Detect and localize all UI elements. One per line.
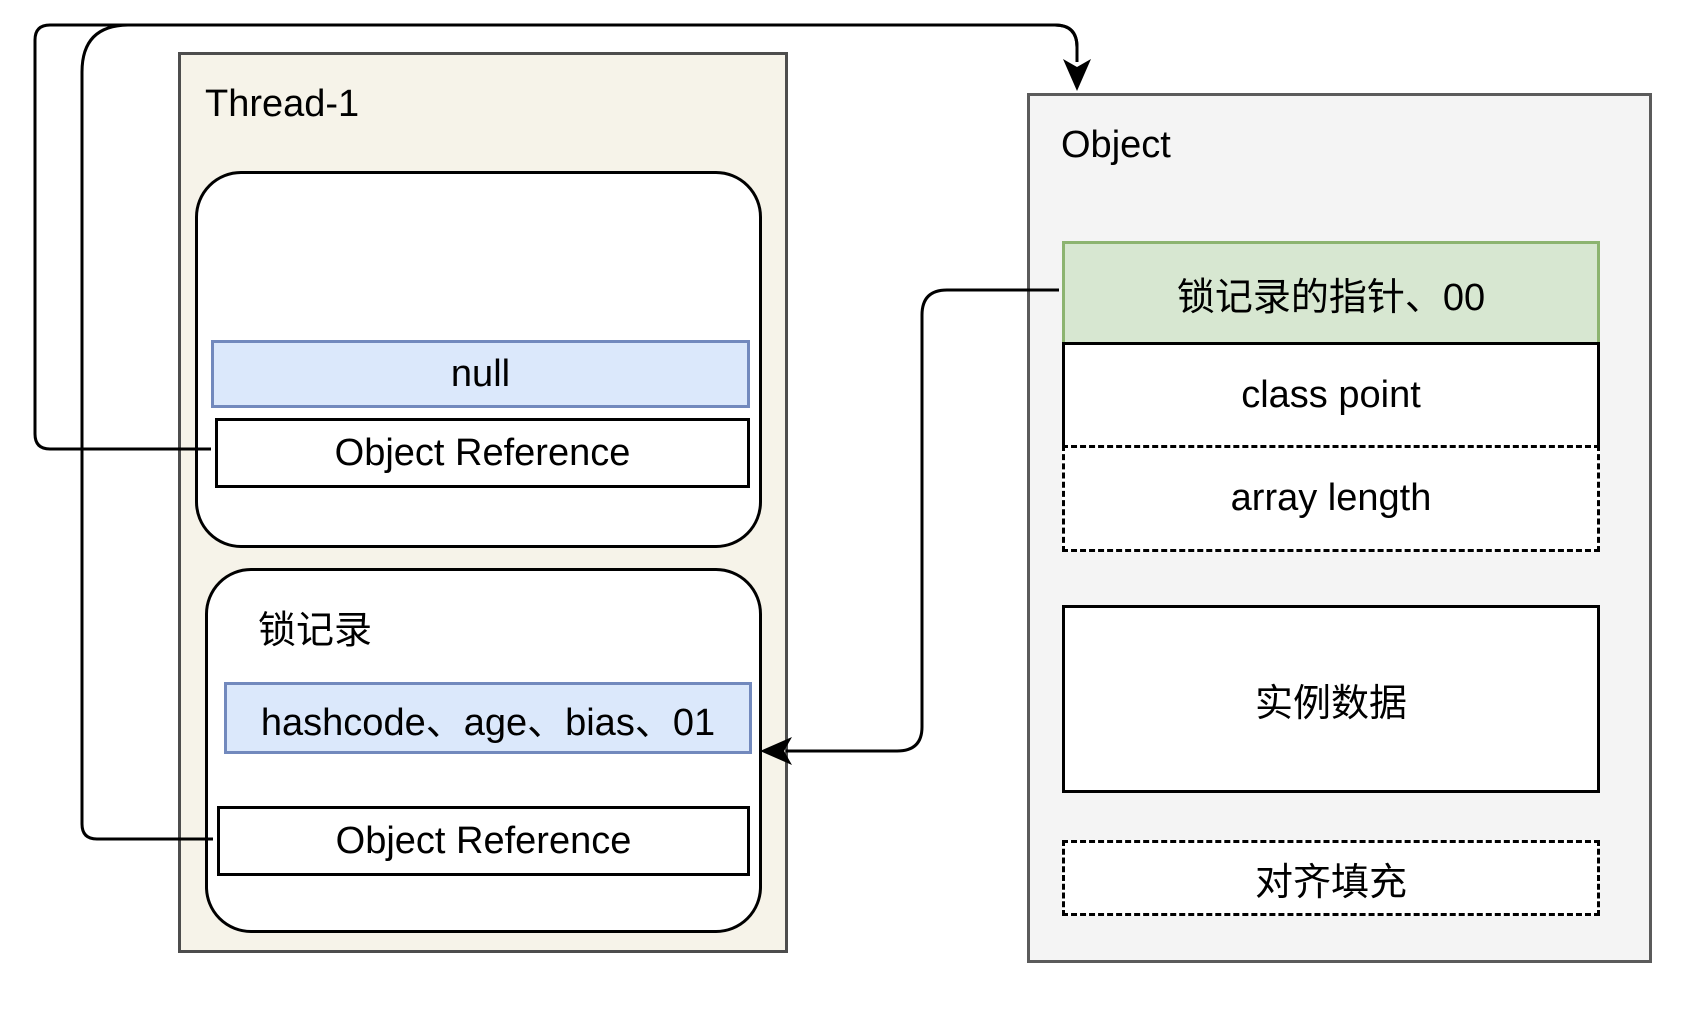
class-pointer-row: class point (1062, 342, 1600, 448)
object-reference-slot-1: Object Reference (215, 418, 750, 488)
lock-record-frame-1: null Object Reference (195, 171, 762, 548)
alignment-padding-row: 对齐填充 (1062, 840, 1600, 916)
instance-data-row: 实例数据 (1062, 605, 1600, 793)
lock-record-frame-2: 锁记录 hashcode、age、bias、01 Object Referenc… (205, 568, 762, 933)
object-title: Object (1061, 124, 1171, 166)
object-container: Object 锁记录的指针、00 class point array lengt… (1027, 93, 1652, 963)
mark-word-to-lock-record-arrow (786, 288, 1059, 753)
object-reference-slot-2: Object Reference (217, 806, 750, 876)
lock-record-title: 锁记录 (258, 610, 373, 652)
thread-title: Thread-1 (205, 83, 360, 125)
displaced-mark-word-hashcode: hashcode、age、bias、01 (224, 682, 752, 754)
object-arrowhead-down (1063, 59, 1091, 91)
mark-word-lock-pointer: 锁记录的指针、00 (1062, 241, 1600, 345)
thread-1-container: Thread-1 null Object Reference 锁记录 hashc… (178, 52, 788, 953)
array-length-row: array length (1062, 445, 1600, 552)
displaced-mark-word-null: null (211, 340, 750, 408)
